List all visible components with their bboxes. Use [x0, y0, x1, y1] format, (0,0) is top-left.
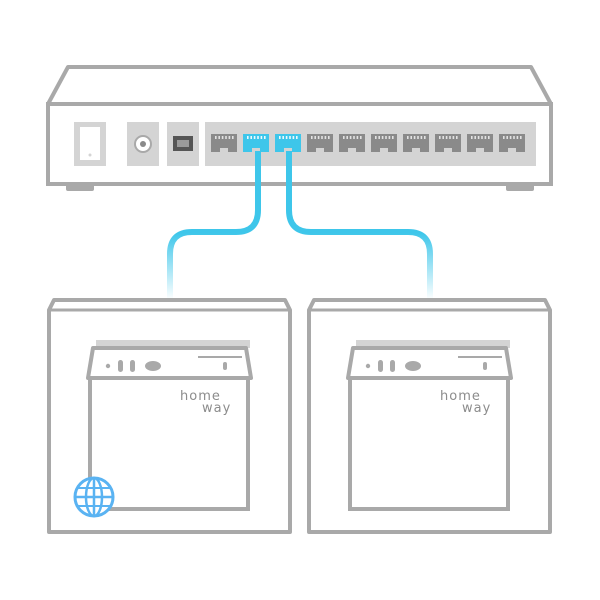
status-led: [118, 360, 123, 372]
router-body: [88, 376, 250, 511]
globe-icon: [73, 476, 115, 518]
power-switch-icon: [74, 122, 106, 166]
switch-top: [46, 65, 553, 106]
ethernet-port-connected: [275, 134, 301, 152]
ethernet-port: [467, 134, 493, 152]
usb-port-icon: [167, 122, 199, 166]
status-led: [105, 363, 111, 369]
ethernet-port: [499, 134, 525, 152]
status-led: [365, 363, 371, 369]
ethernet-port: [403, 134, 429, 152]
status-led: [378, 360, 383, 372]
ethernet-cable-right: [286, 151, 433, 300]
status-led: [130, 360, 135, 372]
switch-foot-right: [506, 184, 534, 191]
ethernet-port: [371, 134, 397, 152]
brand-name-line1: home: [180, 389, 221, 404]
status-led: [145, 361, 161, 371]
ethernet-port: [307, 134, 333, 152]
ethernet-port: [339, 134, 365, 152]
brand-name-line2: way: [202, 401, 231, 416]
network-switch: [46, 65, 553, 191]
switch-foot-left: [66, 184, 94, 191]
ethernet-port: [211, 134, 237, 152]
brand-name-line1: home: [440, 389, 481, 404]
router-body: [348, 376, 510, 511]
ethernet-cables: [167, 151, 433, 300]
brand-name-line2: way: [462, 401, 491, 416]
dc-jack-icon: [127, 122, 159, 166]
ethernet-port-connected: [243, 134, 269, 152]
status-led: [390, 360, 395, 372]
status-led: [405, 361, 421, 371]
ethernet-cable-left: [167, 151, 261, 300]
ethernet-port: [435, 134, 461, 152]
